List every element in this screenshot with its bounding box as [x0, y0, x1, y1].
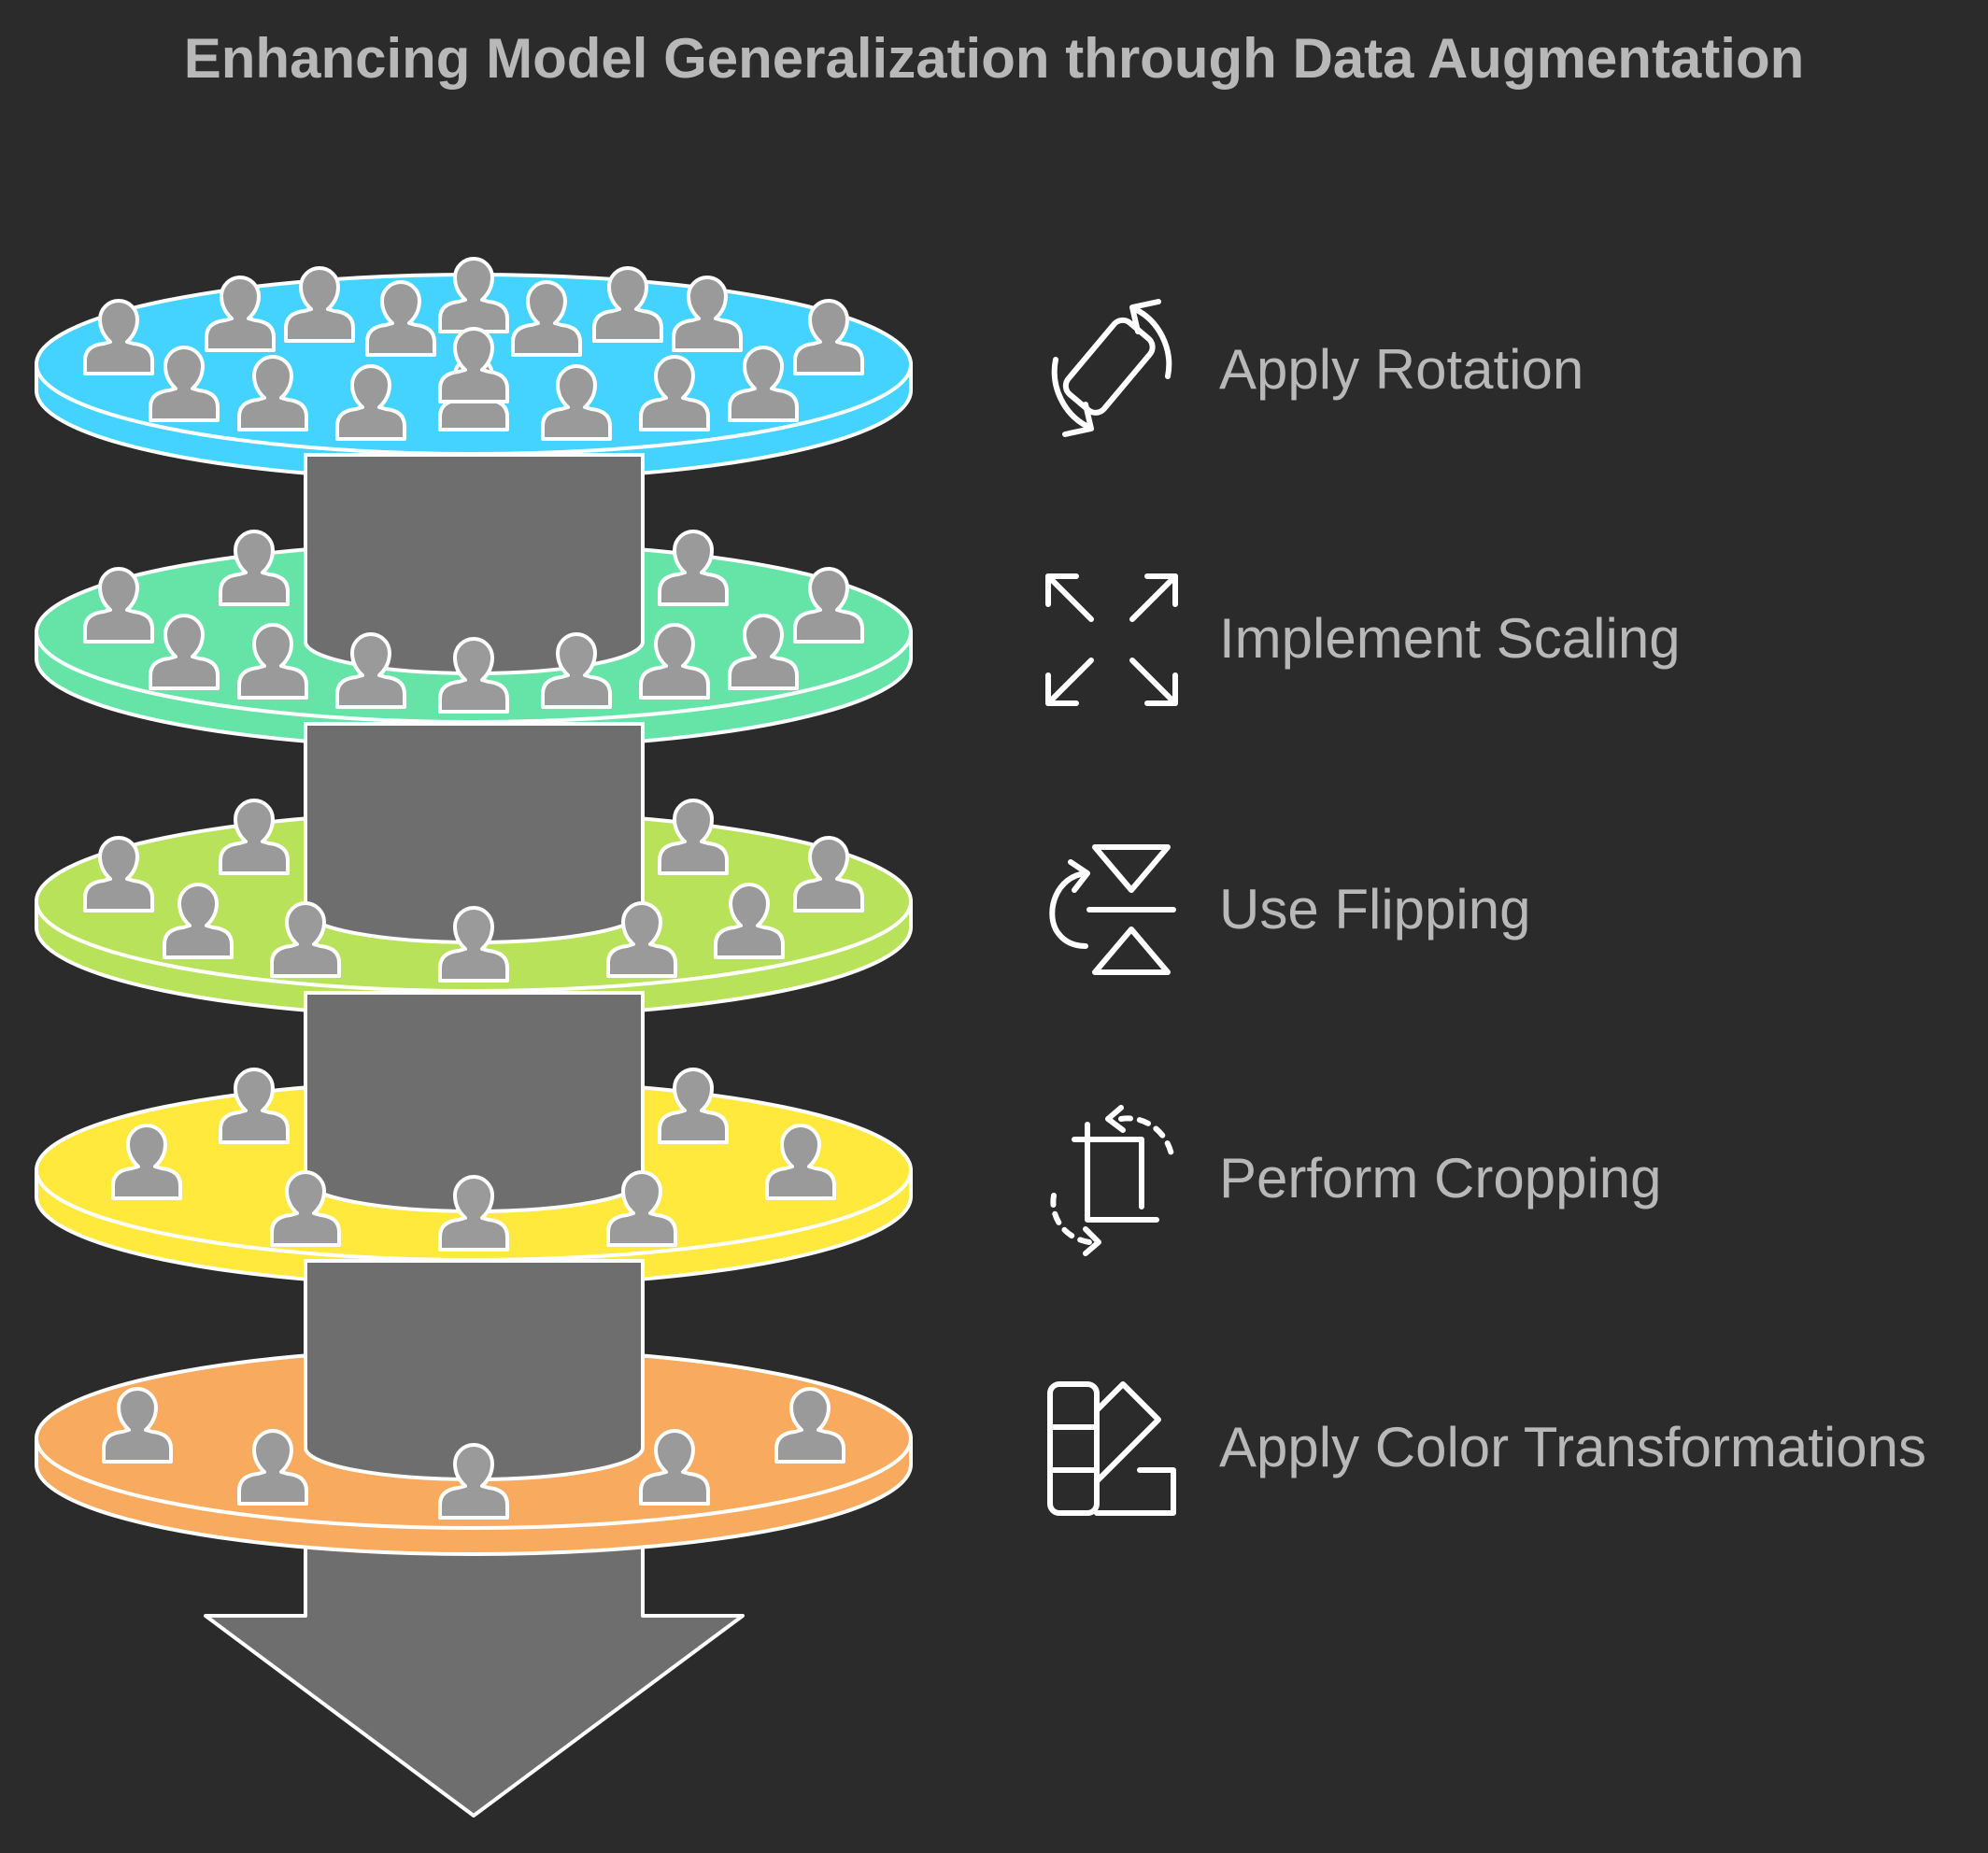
person-icon: [83, 836, 154, 912]
person-icon: [606, 1170, 677, 1247]
person-icon: [438, 1175, 509, 1252]
person-icon: [219, 530, 290, 606]
rotate-icon: [1037, 294, 1186, 444]
person-icon: [541, 364, 612, 441]
person-icon: [728, 346, 799, 422]
person-icon: [149, 346, 220, 422]
person-icon: [335, 364, 406, 441]
expand-arrows-icon: [1037, 565, 1186, 714]
person-icon: [639, 355, 710, 431]
person-icon: [793, 567, 864, 644]
down-arrow: [204, 1530, 745, 1818]
step-label-color: Apply Color Transformations: [1219, 1416, 1926, 1478]
person-icon: [592, 266, 663, 343]
person-icon: [284, 266, 355, 343]
person-icon: [774, 1387, 845, 1464]
person-icon: [438, 637, 509, 714]
person-icon: [219, 1068, 290, 1144]
person-icon: [793, 836, 864, 912]
layer-disc: [35, 722, 913, 1019]
person-icon: [237, 355, 308, 431]
layer-disc: [35, 1259, 913, 1556]
step-label-scaling: Implement Scaling: [1219, 607, 1681, 670]
person-icon: [237, 1429, 308, 1506]
color-palette-icon: [1037, 1373, 1186, 1522]
layer-disc: [35, 257, 913, 482]
person-icon: [149, 614, 220, 690]
person-icon: [728, 614, 799, 690]
person-icon: [438, 1443, 509, 1520]
person-icon: [658, 530, 729, 606]
step-label-flipping: Use Flipping: [1219, 878, 1531, 941]
person-icon: [639, 1429, 710, 1506]
person-icon: [438, 327, 509, 403]
person-icon: [270, 901, 341, 978]
layer-disc: [35, 991, 913, 1288]
person-icon: [111, 1124, 182, 1200]
person-icon: [672, 276, 743, 352]
person-icon: [205, 276, 276, 352]
person-icon: [606, 901, 677, 978]
crop-icon: [1037, 1102, 1186, 1256]
person-icon: [658, 799, 729, 875]
person-icon: [83, 299, 154, 375]
person-icon: [270, 1170, 341, 1247]
person-icon: [714, 883, 785, 959]
person-icon: [658, 1068, 729, 1144]
step-label-cropping: Perform Cropping: [1219, 1147, 1662, 1209]
person-icon: [541, 632, 612, 709]
person-icon: [365, 280, 436, 357]
person-icon: [237, 623, 308, 700]
person-icon: [765, 1124, 836, 1200]
step-label-rotation: Apply Rotation: [1219, 338, 1584, 401]
person-icon: [793, 299, 864, 375]
person-icon: [102, 1387, 173, 1464]
person-icon: [438, 906, 509, 983]
flip-icon: [1037, 836, 1186, 985]
person-icon: [438, 257, 509, 333]
layer-disc: [35, 453, 913, 750]
diagram-title: Enhancing Model Generalization through D…: [183, 27, 1805, 90]
person-icon: [83, 567, 154, 644]
person-icon: [639, 623, 710, 700]
person-icon: [163, 883, 234, 959]
person-icon: [335, 632, 406, 709]
person-icon: [511, 280, 582, 357]
person-icon: [219, 799, 290, 875]
